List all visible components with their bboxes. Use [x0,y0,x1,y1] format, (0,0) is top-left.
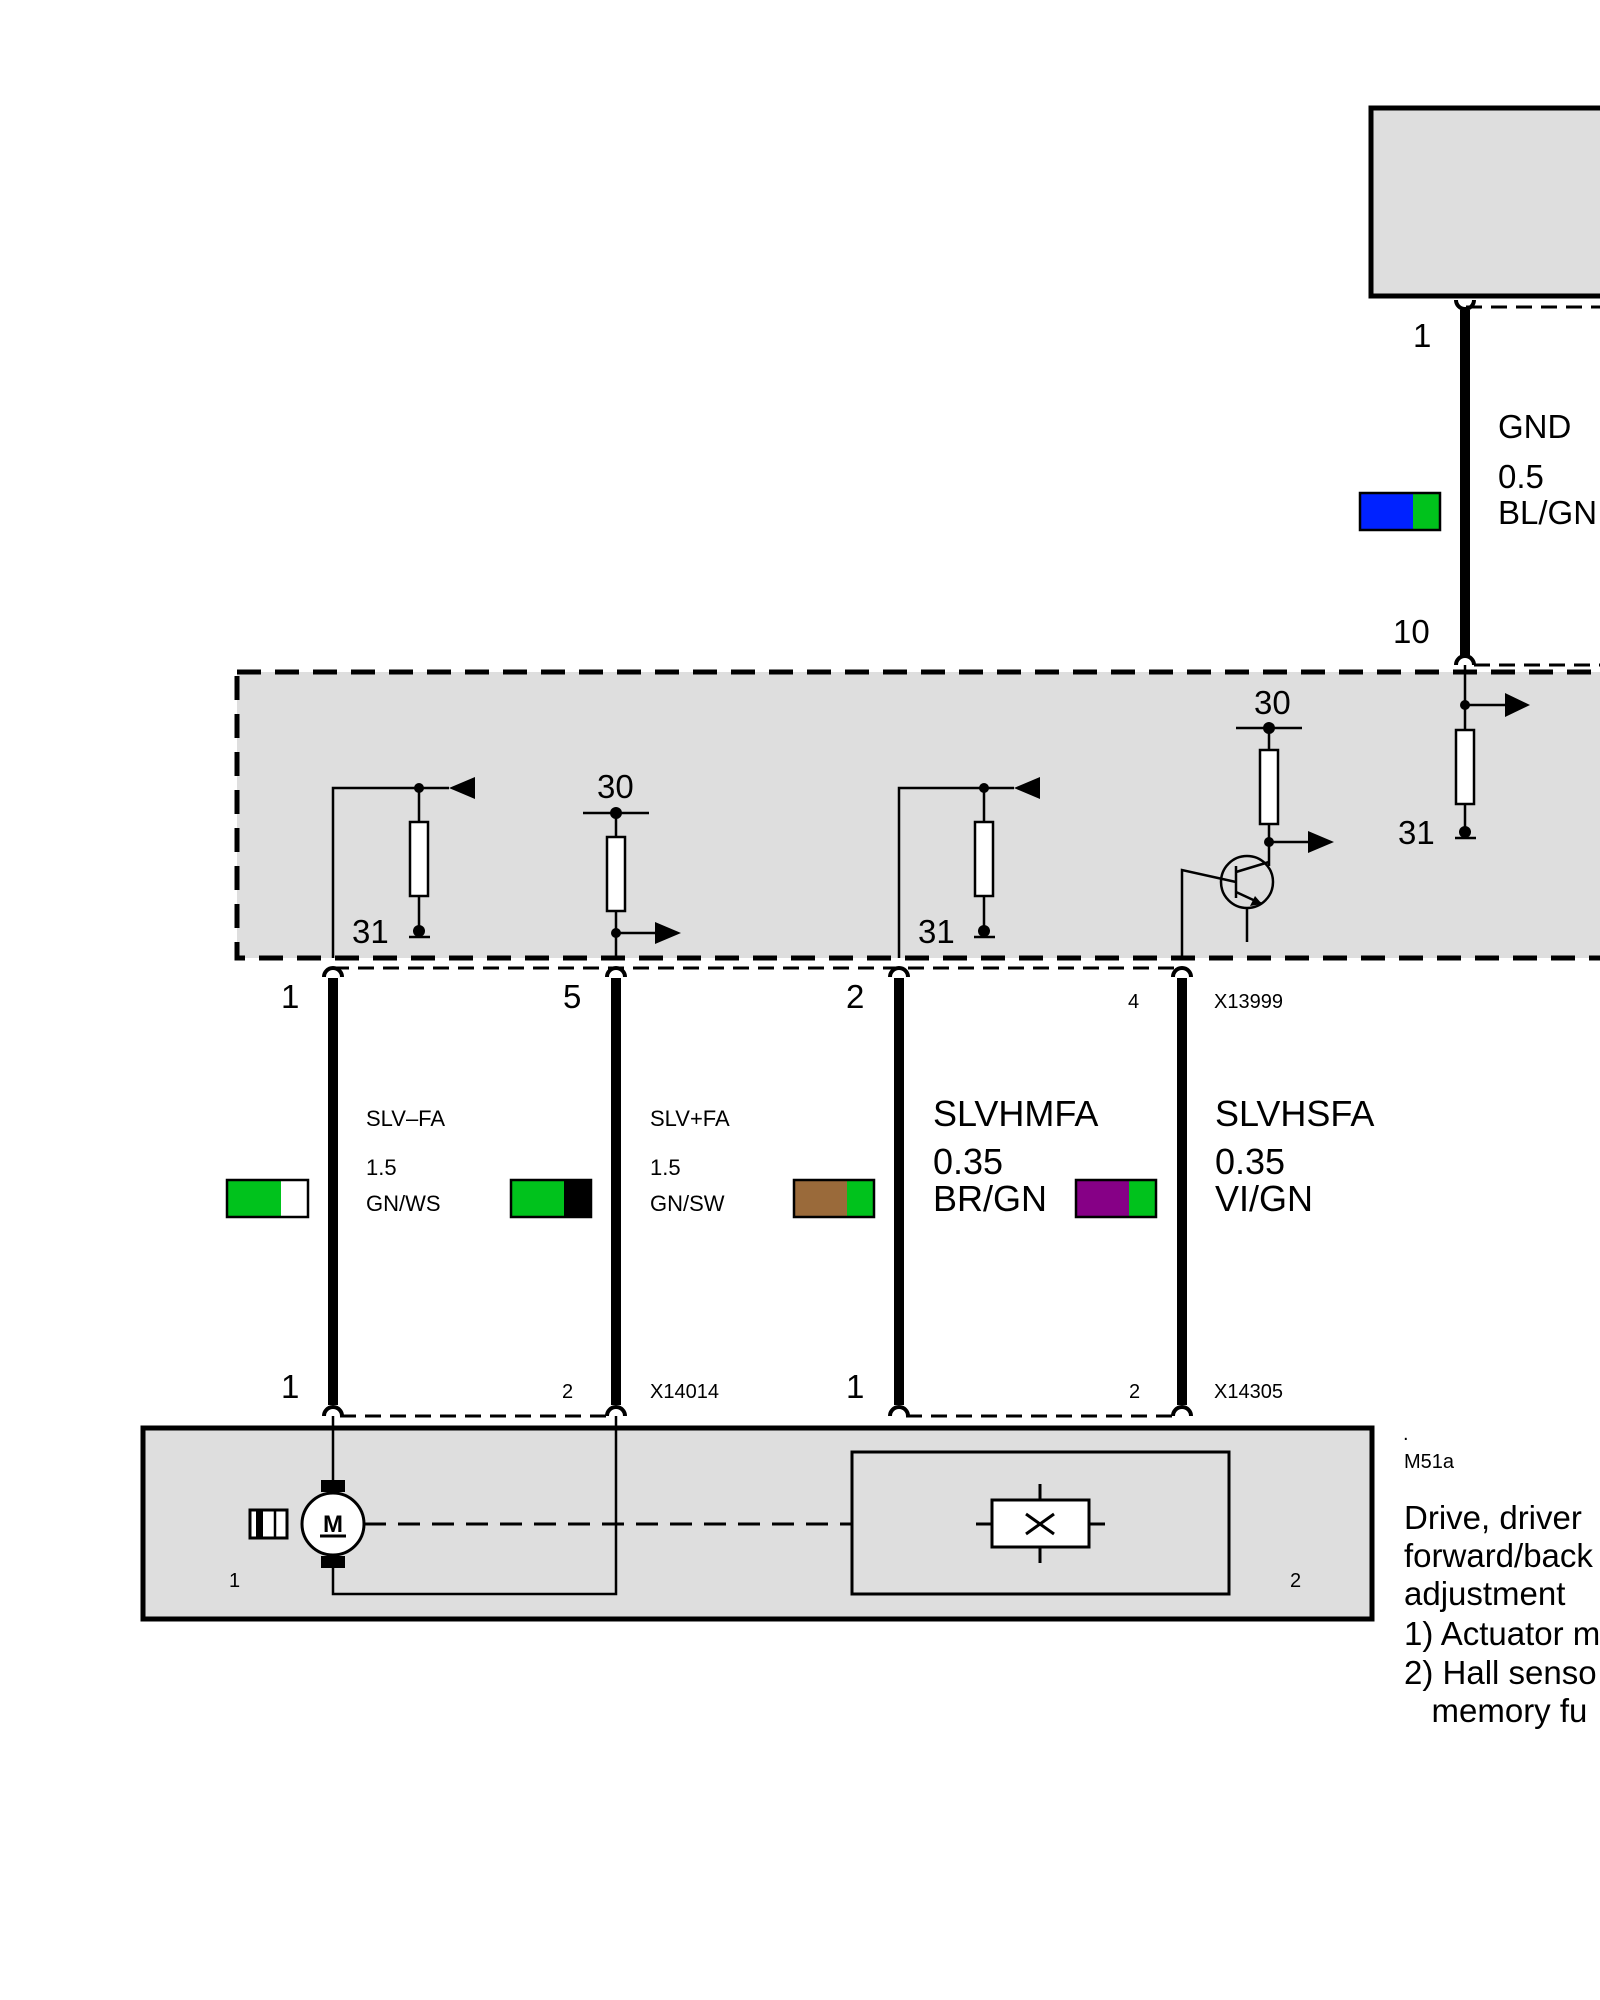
motor-icon [300,1416,851,1596]
wire-2-color-swatch [509,1178,593,1219]
gnd-swatch-secondary [1413,493,1440,530]
wire-1-gauge: 1.5 [366,1155,397,1180]
wire-2-signal: SLV+FA [650,1106,730,1131]
wire-3-signal: SLVHMFA [933,1093,1098,1134]
gnd-pin-top: 1 [1413,317,1431,354]
component-sub-label-2: 2 [1290,1570,1301,1592]
wire-4-gauge: 0.35 [1215,1141,1285,1182]
input-circuit-hall-memory [897,777,1040,958]
circuit-b-supply-label: 30 [597,768,634,805]
wire-1-signal: SLV–FA [366,1106,445,1131]
component-note-1: 1) Actuator m [1404,1615,1600,1652]
wire-1-pin-bottom: 1 [281,1368,299,1405]
wire-4-color: VI/GN [1215,1178,1313,1219]
wire-4-pin-top: 4 [1128,991,1139,1013]
component-note-2: 2) Hall senso [1404,1654,1597,1691]
component-sub-label-1: 1 [229,1570,240,1592]
control-unit-box [1368,105,1600,299]
wire-1-color: GN/WS [366,1191,441,1216]
wire-1-color-swatch [225,1178,310,1219]
wire-2-color: GN/SW [650,1191,725,1216]
wire-2-pin-bottom: 2 [562,1381,573,1403]
component-dot: . [1403,1423,1409,1445]
component-pin-hooks [322,1405,1193,1417]
hall-connector-id: X14305 [1214,1381,1283,1403]
gnd-color-swatch [1358,491,1442,532]
module-pin-hook-10 [1454,654,1476,666]
gnd-circuit-ground-label: 31 [1398,814,1435,851]
motor-symbol-letter: M [323,1511,343,1538]
gnd-signal-label: GND [1498,408,1571,445]
gnd-swatch-frame [1358,491,1442,532]
component-description-line-2: forward/back [1404,1537,1593,1574]
gnd-swatch-primary [1360,493,1413,530]
module-pin-hooks [322,966,1193,978]
module-connector-id: X13999 [1214,991,1283,1013]
gnd-gauge-label: 0.5 [1498,458,1544,495]
component-description-line-1: Drive, driver [1404,1499,1582,1536]
motor-connector-id: X14014 [650,1381,719,1403]
wire-3-pin-top: 2 [846,978,864,1015]
control-unit-pin-hook [1454,299,1476,311]
wire-1-pin-top: 1 [281,978,299,1015]
component-id: M51a [1404,1451,1455,1473]
component-description-line-3: adjustment [1404,1575,1565,1612]
wire-3-pin-bottom: 1 [846,1368,864,1405]
wire-3-color-swatch [792,1178,876,1219]
hall-sensor-icon [850,1450,1231,1596]
wire-2-gauge: 1.5 [650,1155,681,1180]
wire-3-color: BR/GN [933,1178,1047,1219]
control-module-box [234,669,1600,961]
circuit-d-supply-label: 30 [1254,684,1291,721]
gnd-pin-bottom: 10 [1393,613,1430,650]
circuit-c-ground-label: 31 [918,913,955,950]
wire-2-pin-top: 5 [563,978,581,1015]
wire-4-color-swatch [1074,1178,1158,1219]
transistor-circuit-hall-supply [1180,722,1334,958]
input-circuit-slv-minus [331,777,475,958]
wire-3-gauge: 0.35 [933,1141,1003,1182]
wire-4-pin-bottom: 2 [1129,1381,1140,1403]
input-circuit-slv-plus [583,807,681,958]
circuit-a-ground-label: 31 [352,913,389,950]
wire-4-signal: SLVHSFA [1215,1093,1374,1134]
gnd-input-circuit [1454,665,1530,840]
component-note-3: memory fu [1404,1692,1587,1729]
gnd-color-label: BL/GN [1498,494,1597,531]
motor-plug-icon [248,1508,289,1540]
